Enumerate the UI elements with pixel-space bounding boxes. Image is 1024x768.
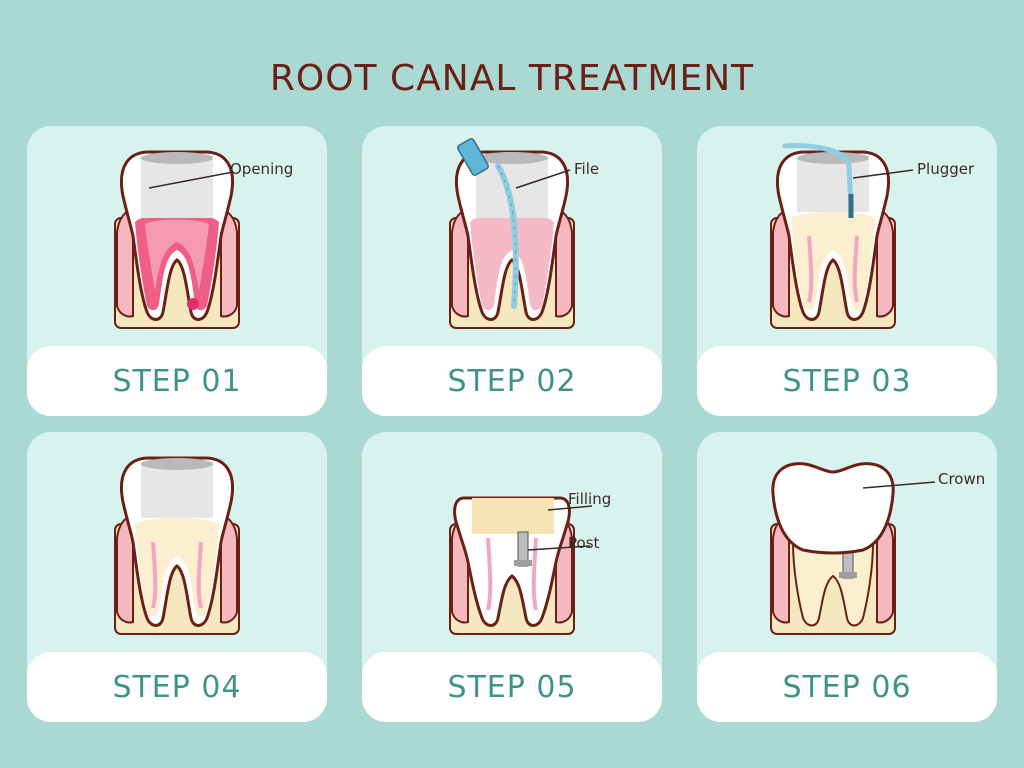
step-label-band: STEP 05 [362,652,662,722]
tooth-file-icon [449,138,575,329]
annotation-post: Post [568,534,600,552]
step-label: STEP 02 [447,363,577,399]
tooth-plugger-icon [770,143,914,329]
annotation-plugger: Plugger [917,160,975,178]
page-title: ROOT CANAL TREATMENT [269,58,755,99]
tooth-sealed-icon [114,456,240,635]
tooth-opening-icon [114,150,240,329]
step-label: STEP 04 [112,669,242,705]
step-card-06: Crown STEP 06 [697,432,997,722]
step-label-band: STEP 04 [27,652,327,722]
step-card-05: Filling Post STEP 05 [362,432,662,722]
step-label-band: STEP 02 [362,346,662,416]
tooth-crown-icon [770,462,936,635]
annotation-filling: Filling [568,490,612,508]
step-label: STEP 03 [782,363,912,399]
tooth-post-icon [449,496,593,635]
step-label-band: STEP 03 [697,346,997,416]
step-card-03: Plugger STEP 03 [697,126,997,416]
step-card-01: Opening STEP 01 [27,126,327,416]
step-card-02: File STEP 02 [362,126,662,416]
step-label-band: STEP 06 [697,652,997,722]
step-label: STEP 05 [447,669,577,705]
annotation-crown: Crown [938,470,986,488]
step-label-band: STEP 01 [27,346,327,416]
step-label: STEP 01 [112,363,242,399]
step-card-04: STEP 04 [27,432,327,722]
annotation-file: File [574,160,600,178]
annotation-opening: Opening [230,160,294,178]
step-label: STEP 06 [782,669,912,705]
